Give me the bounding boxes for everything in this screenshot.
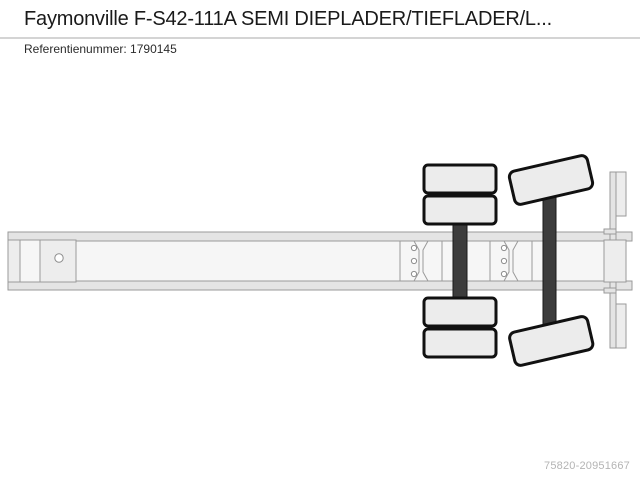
bracket-front-right-plate [422,240,443,282]
rear-end-structure [603,171,627,349]
axle-rear-beam [542,174,557,348]
tire-rear-lower-group [508,315,595,367]
main-frame-rail-bottom [7,280,633,291]
header-divider [0,37,640,39]
front-end-plate [7,239,21,283]
tire-front-upper-inner [422,194,498,226]
reference-number: Referentienummer: 1790145 [24,42,177,56]
kingpin-hole [54,253,64,263]
bracket-front-hole-3 [410,270,418,278]
kingpin-plate-group [7,239,77,283]
axle-front [422,163,498,359]
bracket-rear-right-plate [512,240,533,282]
tire-rear-upper-group [507,154,595,206]
rear-bumper-lower [615,303,627,349]
rear-tab-lower [603,287,617,294]
main-frame-rail-top [7,231,633,242]
suspension-bracket-front [399,240,443,282]
tire-front-upper-outer [422,163,498,195]
header: Faymonville F-S42-111A SEMI DIEPLADER/TI… [0,0,640,39]
rear-tab-upper [603,228,617,235]
bracket-front-hole-2 [410,257,418,265]
tire-rear-upper [507,154,595,206]
image-watermark: 75820-20951667 [544,460,630,472]
bracket-front-hole-1 [410,244,418,252]
tire-rear-lower [508,315,595,367]
tire-front-lower-inner [422,296,498,328]
rear-end-crossmember [603,239,627,283]
tire-front-lower-outer [422,327,498,359]
axle-rear [507,154,595,367]
rear-bumper-upper [615,171,627,217]
bracket-rear-hole-1 [500,244,508,252]
suspension-bracket-rear [489,240,533,282]
front-gap-plate [19,239,41,283]
bracket-rear-hole-3 [500,270,508,278]
chassis-frame [7,231,633,291]
bracket-rear-hole-2 [500,257,508,265]
page-title: Faymonville F-S42-111A SEMI DIEPLADER/TI… [24,8,552,30]
